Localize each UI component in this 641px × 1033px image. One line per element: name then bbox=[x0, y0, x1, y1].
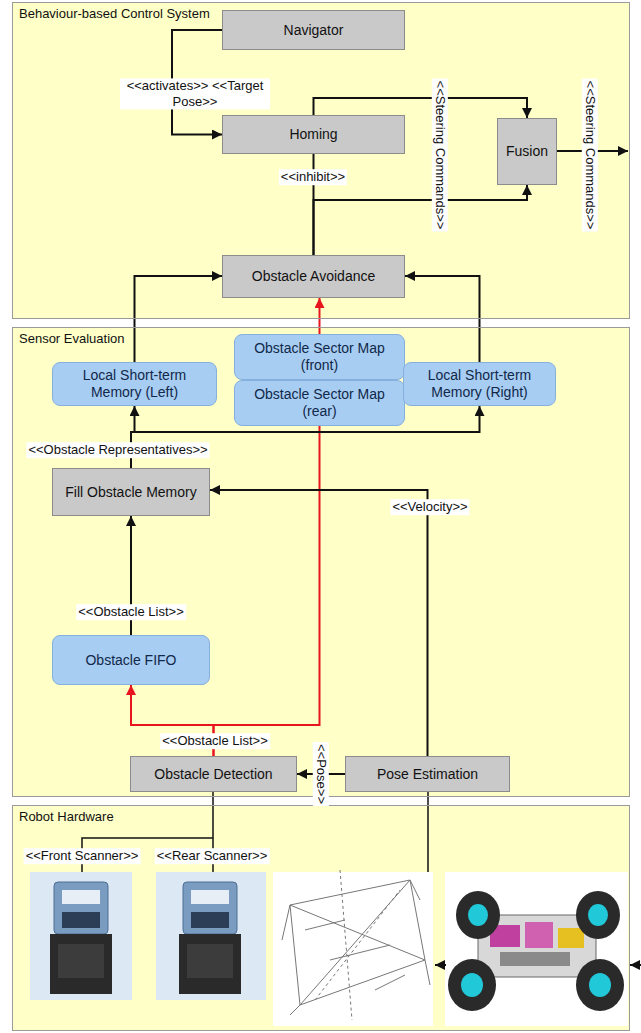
connector bbox=[319, 298, 321, 334]
box-label: Pose Estimation bbox=[373, 766, 482, 783]
edge-label: <<Obstacle Representatives>> bbox=[26, 442, 209, 458]
hardware-arrow bbox=[435, 964, 446, 966]
signal-label: <<Front Scanner>> bbox=[24, 848, 141, 864]
panel-heading: Robot Hardware bbox=[13, 806, 629, 827]
box-label: Local Short-term Memory (Right) bbox=[404, 367, 555, 401]
kinematic-sketch bbox=[273, 870, 433, 1026]
box-label: Obstacle Sector Map (front) bbox=[235, 340, 404, 374]
layer-panel: Sensor EvaluationLocal Short-term Memory… bbox=[12, 327, 630, 797]
hardware-arrow bbox=[630, 964, 641, 966]
process-box: Obstacle Avoidance bbox=[222, 255, 405, 298]
layer-panel: Robot Hardware bbox=[12, 805, 630, 1031]
vehicle-model bbox=[445, 872, 628, 1026]
edge-label: <<Steering Commands>> bbox=[432, 79, 448, 232]
data-store-box: Obstacle FIFO bbox=[52, 635, 210, 685]
process-box: Fusion bbox=[497, 118, 557, 185]
box-label: Obstacle FIFO bbox=[81, 652, 180, 669]
panel-fill bbox=[12, 805, 630, 1031]
box-label: Obstacle Avoidance bbox=[248, 268, 380, 285]
box-label: Fusion bbox=[502, 143, 552, 160]
data-store-box: Local Short-term Memory (Right) bbox=[403, 362, 556, 406]
box-label: Fill Obstacle Memory bbox=[61, 484, 200, 501]
process-box: Navigator bbox=[222, 10, 405, 50]
edge-label: <<activates>> <<Target Pose>> bbox=[120, 78, 270, 109]
pose-wire bbox=[427, 792, 429, 872]
connector bbox=[405, 276, 480, 362]
connector bbox=[214, 426, 320, 756]
connector bbox=[135, 276, 223, 362]
panel-fill bbox=[12, 2, 630, 319]
signal-label: <<Rear Scanner>> bbox=[155, 848, 270, 864]
edge-label: <<Obstacle List>> bbox=[160, 733, 270, 749]
data-store-box: Obstacle Sector Map (front) bbox=[234, 334, 405, 380]
edge-label: <<Obstacle List>> bbox=[76, 604, 186, 620]
layer-panel: Behaviour-based Control SystemNavigatorH… bbox=[12, 2, 630, 319]
box-label: Obstacle Sector Map (rear) bbox=[235, 386, 404, 420]
edge-label: <<Pose>> bbox=[313, 742, 329, 806]
process-box: Pose Estimation bbox=[345, 756, 510, 792]
box-label: Local Short-term Memory (Left) bbox=[53, 367, 216, 401]
laser-scanner bbox=[156, 872, 266, 1000]
connector bbox=[314, 185, 528, 255]
data-store-box: Obstacle Sector Map (rear) bbox=[234, 380, 405, 426]
process-box: Obstacle Detection bbox=[130, 756, 297, 792]
signal-label: <<Steering Commands>> bbox=[582, 79, 598, 232]
box-label: Homing bbox=[285, 126, 341, 143]
laser-scanner bbox=[30, 872, 132, 1000]
process-box: Homing bbox=[222, 115, 405, 154]
edge-label: <<Velocity>> bbox=[390, 499, 469, 515]
box-label: Obstacle Detection bbox=[150, 766, 276, 783]
connector bbox=[210, 490, 428, 756]
edge-label: <<inhibit>> bbox=[279, 169, 347, 185]
panel-fill bbox=[12, 327, 630, 797]
data-store-box: Local Short-term Memory (Left) bbox=[52, 362, 217, 406]
process-box: Fill Obstacle Memory bbox=[52, 468, 210, 516]
box-label: Navigator bbox=[280, 22, 348, 39]
